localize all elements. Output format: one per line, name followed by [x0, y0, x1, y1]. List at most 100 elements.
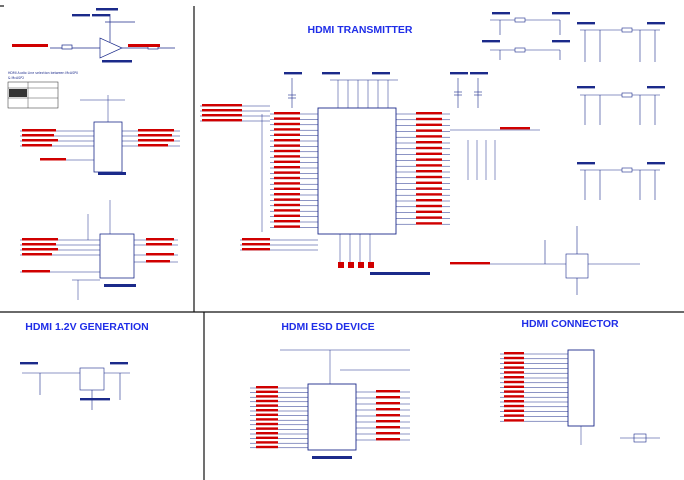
- connector-net-label: [504, 385, 524, 388]
- tx-input-net-label: [274, 128, 300, 131]
- connector-net-label: [504, 395, 524, 398]
- esd-input-net-label: [256, 422, 278, 426]
- tx-audio-net-label: [242, 248, 270, 251]
- tx-input-net-label: [274, 122, 300, 126]
- connector-net-label: [504, 419, 524, 422]
- tx-output-net-label: [416, 187, 442, 190]
- tx-input-net-label: [274, 209, 300, 212]
- tx-output-net-label: [416, 164, 442, 167]
- tx-output-net-label: [416, 181, 442, 184]
- power-rail-label: [482, 40, 500, 43]
- connector-net-label: [504, 361, 524, 364]
- power-rail-label: [577, 22, 595, 25]
- power-rail-label: [72, 14, 90, 17]
- mux-ic-u1: [20, 95, 180, 175]
- esd-input-net-label: [256, 399, 278, 403]
- hpd-net-label: [450, 262, 490, 265]
- tx-output-net-label: [416, 216, 442, 219]
- tx-input-net-label: [274, 117, 300, 120]
- power-rail-label: [470, 72, 488, 75]
- power-rail-label: [577, 162, 595, 165]
- tx-input-net-label: [274, 182, 300, 185]
- esd-input-net-label: [256, 418, 278, 421]
- connector-net-label: [504, 366, 524, 369]
- tx-audio-net-label: [242, 238, 270, 241]
- tx-output-net-label: [416, 210, 442, 213]
- tx-output-net-label: [416, 129, 442, 132]
- esd-output-net-label: [376, 420, 400, 423]
- table-cell-dark: [9, 89, 27, 97]
- esd-input-net-label: [256, 432, 278, 435]
- connector-net-label: [504, 356, 524, 360]
- ldo-part-label: [80, 398, 110, 401]
- tx-output-net-label: [416, 141, 442, 144]
- tx-output-net-label: [416, 112, 442, 115]
- tx-input-net-label: [274, 139, 300, 142]
- ldo-input-label: [20, 362, 38, 365]
- esd-input-net-label: [256, 441, 278, 444]
- tx-control-net-label: [202, 114, 242, 117]
- audio-note-line2: & McASP2: [8, 76, 24, 80]
- tx-input-net-label: [274, 166, 300, 169]
- tx-input-net-label: [274, 187, 300, 190]
- tx-output-net-label: [416, 204, 442, 208]
- esd-output-net-label: [376, 390, 400, 393]
- tx-control-net-label: [202, 104, 242, 107]
- esd-input-net-label: [256, 427, 278, 430]
- decoupling-caps-top: [288, 78, 482, 108]
- tx-input-net-label: [274, 144, 300, 147]
- audio-select-block: HDMI Audio Line selection between McASP0…: [7, 71, 78, 109]
- power-rail-label: [647, 86, 665, 89]
- buffer-symbol: [50, 14, 175, 59]
- tx-input-net-label: [274, 198, 300, 201]
- esd-input-net-label: [256, 409, 278, 412]
- title-hdmi-transmitter: HDMI TRANSMITTER: [308, 24, 413, 36]
- tx-output-net-label: [416, 170, 442, 173]
- connector-net-label: [504, 400, 524, 403]
- connector-net-label: [504, 390, 524, 393]
- power-rail-label: [492, 12, 510, 15]
- tx-bottom-net-label: [338, 262, 344, 268]
- esd-output-net-label: [376, 426, 400, 429]
- tx-output-net-label: [416, 123, 442, 126]
- tx-input-net-label: [274, 203, 300, 207]
- esd-output-net-label: [376, 414, 400, 417]
- esd-input-net-label: [256, 413, 278, 416]
- hdmi-transmitter-ic: [200, 79, 540, 275]
- title-hdmi-connector: HDMI CONNECTOR: [521, 318, 619, 330]
- power-rail-label: [284, 72, 302, 75]
- tx-bottom-net-label: [358, 262, 364, 268]
- tx-control-net-label: [202, 109, 242, 112]
- tx-input-net-label: [274, 171, 300, 174]
- ldo-output-label: [110, 362, 128, 365]
- net-labels: [20, 12, 665, 449]
- power-rail-label: [372, 72, 390, 75]
- esd-input-net-label: [256, 404, 278, 407]
- connector-net-label: [504, 371, 524, 374]
- tx-output-net-label: [416, 117, 442, 121]
- section-borders: [0, 5, 684, 480]
- tx-input-net-label: [274, 214, 300, 217]
- connector-net-label: [504, 376, 524, 379]
- connector-net-label: [504, 404, 524, 408]
- tx-output-net-label: [416, 199, 442, 202]
- esd-output-net-label: [376, 396, 400, 399]
- tx-input-net-label: [274, 193, 300, 196]
- tx-audio-net-label: [242, 243, 270, 246]
- tx-output-net-label: [416, 222, 442, 225]
- esd-input-net-label: [256, 445, 278, 449]
- tx-input-net-label: [274, 220, 300, 223]
- ldo-regulator: [22, 367, 130, 410]
- esd-output-net-label: [376, 432, 400, 435]
- power-rail-label: [552, 40, 570, 43]
- title-hdmi-12v-generation: HDMI 1.2V GENERATION: [25, 321, 149, 333]
- tx-output-net-label: [416, 175, 442, 179]
- esd-input-net-label: [256, 386, 278, 389]
- tx-input-net-label: [274, 225, 300, 228]
- esd-output-net-label: [376, 438, 400, 441]
- power-rail-label: [322, 72, 340, 75]
- esd-input-net-label: [256, 395, 278, 398]
- tx-input-net-label: [274, 176, 300, 180]
